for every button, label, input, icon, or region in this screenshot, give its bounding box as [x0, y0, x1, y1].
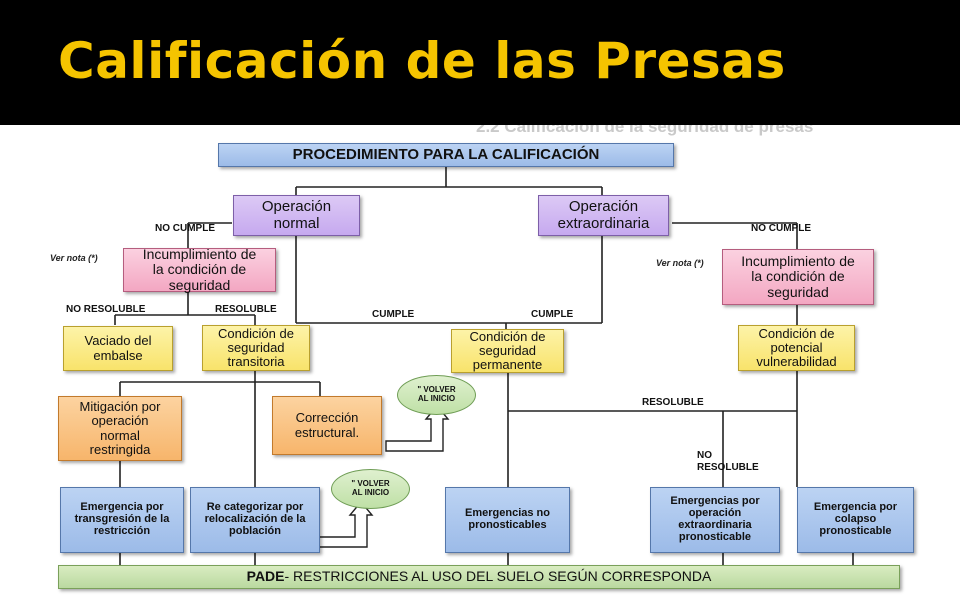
- emergencias-no-pronosticables-box: Emergencias no pronosticables: [445, 487, 570, 553]
- volver-al-inicio-oval-1: " VOLVER AL INICIO: [397, 375, 476, 415]
- ghost-heading: 2.2 Calificación de la seguridad de pres…: [476, 125, 814, 136]
- emergencia-transgresion-box: Emergencia por transgresión de la restri…: [60, 487, 184, 553]
- label-resoluble-right: RESOLUBLE: [642, 397, 704, 408]
- slide-title: Calificación de las Presas: [58, 32, 786, 90]
- operacion-normal-box: Operación normal: [233, 195, 360, 236]
- condicion-potencial-box: Condición de potencial vulnerabilidad: [738, 325, 855, 371]
- label-no-resoluble-right: NO RESOLUBLE: [697, 450, 759, 473]
- pade-text: - RESTRICCIONES AL USO DEL SUELO SEGÚN C…: [284, 568, 712, 585]
- correccion-estructural-box: Corrección estructural.: [272, 396, 382, 455]
- flowchart-canvas: 2.2 Calificación de la seguridad de pres…: [0, 125, 960, 600]
- emergencia-colapso-box: Emergencia por colapso pronosticable: [797, 487, 914, 553]
- ver-nota-left: Ver nota (*): [50, 253, 98, 263]
- label-no-cumple-left: NO CUMPLE: [155, 223, 215, 234]
- recategorizar-box: Re categorizar por relocalización de la …: [190, 487, 320, 553]
- condicion-permanente-box: Condición de seguridad permanente: [451, 329, 564, 373]
- label-resoluble-left: RESOLUBLE: [215, 304, 277, 315]
- incumplimiento-left-box: Incumplimiento de la condición de seguri…: [123, 247, 276, 292]
- ver-nota-right: Ver nota (*): [656, 258, 704, 268]
- label-cumple-right: CUMPLE: [531, 309, 574, 320]
- label-no-cumple-right: NO CUMPLE: [751, 223, 811, 234]
- pade-label: PADE: [246, 568, 285, 585]
- pade-banner: PADE- RESTRICCIONES AL USO DEL SUELO SEG…: [58, 565, 900, 589]
- operacion-extraordinaria-box: Operación extraordinaria: [538, 195, 669, 236]
- label-no-resoluble-left: NO RESOLUBLE: [66, 304, 146, 315]
- mitigacion-box: Mitigación por operación normal restring…: [58, 396, 182, 461]
- emergencias-extraordinaria-box: Emergencias por operación extraordinaria…: [650, 487, 780, 553]
- condicion-transitoria-box: Condición de seguridad transitoria: [202, 325, 310, 371]
- connector-lines: [114, 167, 854, 565]
- vaciado-embalse-box: Vaciado del embalse: [63, 326, 173, 371]
- slide-title-bar: Calificación de las Presas: [0, 0, 960, 125]
- label-cumple-left: CUMPLE: [372, 309, 415, 320]
- volver-al-inicio-oval-2: " VOLVER AL INICIO: [331, 469, 410, 509]
- procedimiento-box: PROCEDIMIENTO PARA LA CALIFICACIÓN: [218, 143, 674, 167]
- incumplimiento-right-box: Incumplimiento de la condición de seguri…: [722, 249, 874, 305]
